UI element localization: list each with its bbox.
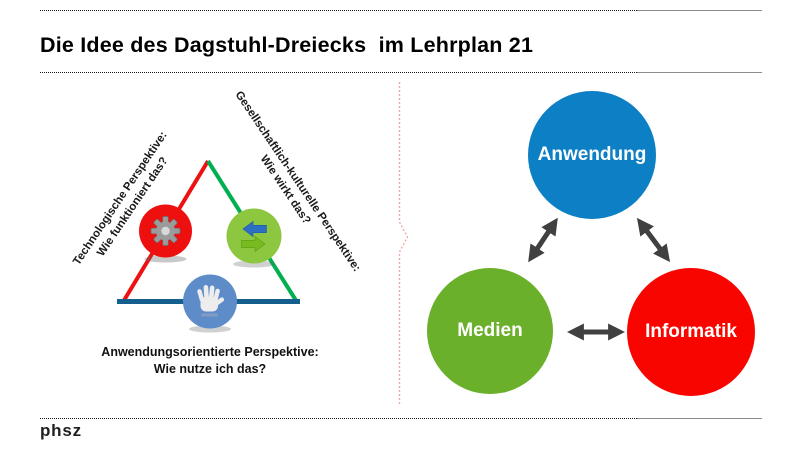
node-informatik: Informatik — [627, 268, 755, 396]
dagstuhl-triangle-diagram — [117, 159, 300, 333]
application-perspective-line2: Wie nutze ich das? — [153, 361, 267, 376]
arrow-anwendung-informatik — [636, 217, 671, 263]
societal-icon-circle — [226, 208, 282, 268]
arrow-anwendung-medien — [528, 217, 558, 263]
divider-brace — [398, 82, 409, 404]
application-perspective-line1: Anwendungsorientierte Perspektive: — [101, 345, 319, 359]
node-medien: Medien — [427, 268, 553, 394]
header-rule-solid — [637, 72, 762, 73]
footer-rule-solid — [637, 418, 762, 419]
sync-arrows-icon — [241, 220, 267, 253]
node-anwendung-label: Anwendung — [537, 144, 647, 165]
header-rule-dotted — [40, 72, 637, 73]
node-anwendung: Anwendung — [528, 91, 656, 219]
application-icon-circle — [183, 274, 237, 333]
slide-title: Die Idee des Dagstuhl-Dreiecks im Lehrpl… — [40, 33, 534, 58]
top-rule-solid — [637, 10, 762, 11]
application-perspective-label: Anwendungsorientierte Perspektive: Wie n… — [101, 344, 318, 377]
hand-icon — [197, 285, 225, 317]
right-diagram-arrows — [528, 217, 671, 341]
technological-icon-circle — [139, 204, 192, 263]
node-medien-label: Medien — [457, 320, 523, 341]
footer-logo: phsz — [40, 421, 82, 440]
footer-rule-dotted — [40, 418, 637, 419]
top-rule-dotted — [40, 10, 637, 11]
node-informatik-label: Informatik — [645, 321, 737, 342]
gear-icon — [150, 216, 181, 246]
